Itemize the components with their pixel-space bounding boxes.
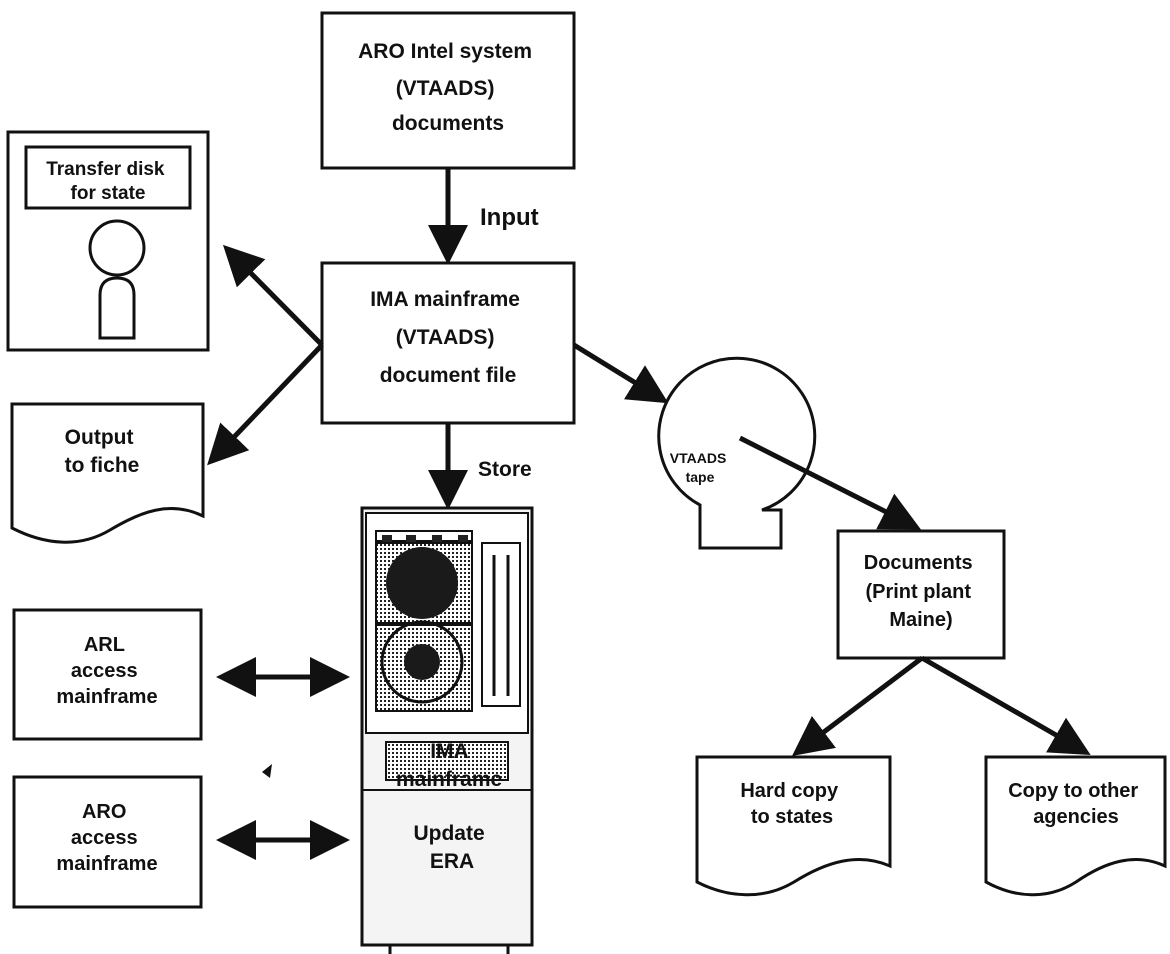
svg-text:VTAADS tape: VTAADS tape: [670, 450, 730, 485]
svg-text:Copy to other agencies: Copy to other agencies: [1008, 780, 1144, 828]
ima-update-line-4: Update: [413, 822, 484, 845]
svg-text:Transfer disk for state: Transfer disk for state: [46, 159, 170, 204]
documents-line-3: Maine): [889, 609, 952, 631]
vtaads-tape-line-1: VTAADS: [670, 450, 727, 466]
arrow-tape-to-documents: [738, 435, 921, 530]
svg-text:ARL access mainframe: ARL access mainframe: [56, 634, 157, 708]
svg-text:IMA mainframe (VTAADS): IMA mainframe (VTAADS) document file: [370, 288, 526, 387]
aro-intel-line-2: (VTAADS): [396, 77, 495, 100]
arl-access-mainframe-box: [12, 608, 203, 741]
ima-docfile-line-3: document file: [380, 364, 517, 387]
aro-access-mainframe-box: [12, 775, 203, 909]
copy-other-line-1: Copy to other: [1008, 780, 1138, 802]
arl-access-line-1: ARL: [84, 634, 125, 656]
svg-text:ARO Intel system (VTAADS): ARO Intel system (VTAADS) documents: [358, 40, 538, 135]
arl-access-line-3: mainframe: [56, 686, 157, 708]
aro-access-line-3: mainframe: [56, 853, 157, 875]
arrow-to-disk: [222, 244, 324, 347]
ima-update-line-1: IMA: [430, 740, 468, 763]
hard-copy-doc: [695, 755, 892, 897]
vtaads-tape-line-2: tape: [686, 469, 715, 485]
arrow-to-other-agencies: [920, 655, 1091, 755]
output-fiche-line-2: to fiche: [65, 454, 140, 477]
ima-update-line-2: mainframe: [396, 768, 502, 791]
output-fiche-line-1: Output: [65, 426, 134, 449]
arrow-to-fiche: [207, 343, 324, 466]
transfer-disk-line-1: Transfer disk: [46, 159, 165, 180]
arrow-to-tape: [572, 342, 669, 404]
input-label: Input: [480, 204, 539, 231]
aro-access-line-1: ARO: [82, 801, 126, 823]
ima-docfile-line-1: IMA mainframe: [370, 288, 520, 311]
transfer-disk-icon: [6, 130, 210, 352]
documents-print-plant-box: [836, 529, 1006, 660]
svg-text:IMA mainframe Upd: IMA mainframe Update ERA: [396, 740, 508, 873]
aro-intel-line-3: documents: [392, 112, 504, 135]
transfer-disk-line-2: for state: [71, 183, 146, 204]
ima-docfile-line-2: (VTAADS): [396, 326, 495, 349]
copy-other-agencies-doc: [984, 755, 1167, 897]
output-fiche-doc: [10, 402, 205, 544]
copy-other-line-2: agencies: [1033, 806, 1119, 828]
aro-access-line-2: access: [71, 827, 138, 849]
ima-mainframe-cabinet: [360, 506, 534, 954]
documents-line-1: Documents: [864, 552, 973, 574]
hard-copy-line-2: to states: [751, 806, 833, 828]
vtaads-tape-shape: [657, 356, 817, 550]
arl-access-line-2: access: [71, 660, 138, 682]
aro-intel-system-box: [320, 11, 576, 170]
svg-text:Hard copy to states: Hard copy to states: [740, 780, 843, 828]
aro-intel-line-1: ARO Intel system: [358, 40, 532, 63]
documents-line-2: (Print plant: [865, 581, 971, 603]
ima-update-line-5: ERA: [430, 850, 474, 873]
svg-text:Output to fiche: Output to fiche: [65, 426, 140, 477]
arrow-to-hard-copy: [792, 656, 924, 757]
hard-copy-line-1: Hard copy: [740, 780, 839, 802]
svg-text:Documents (Print plant: Documents (Print plant Maine): [864, 552, 978, 631]
svg-text:ARO access mainframe: ARO access mainframe: [56, 801, 157, 875]
store-label: Store: [478, 458, 532, 481]
stray-ink-mark: [262, 764, 272, 778]
